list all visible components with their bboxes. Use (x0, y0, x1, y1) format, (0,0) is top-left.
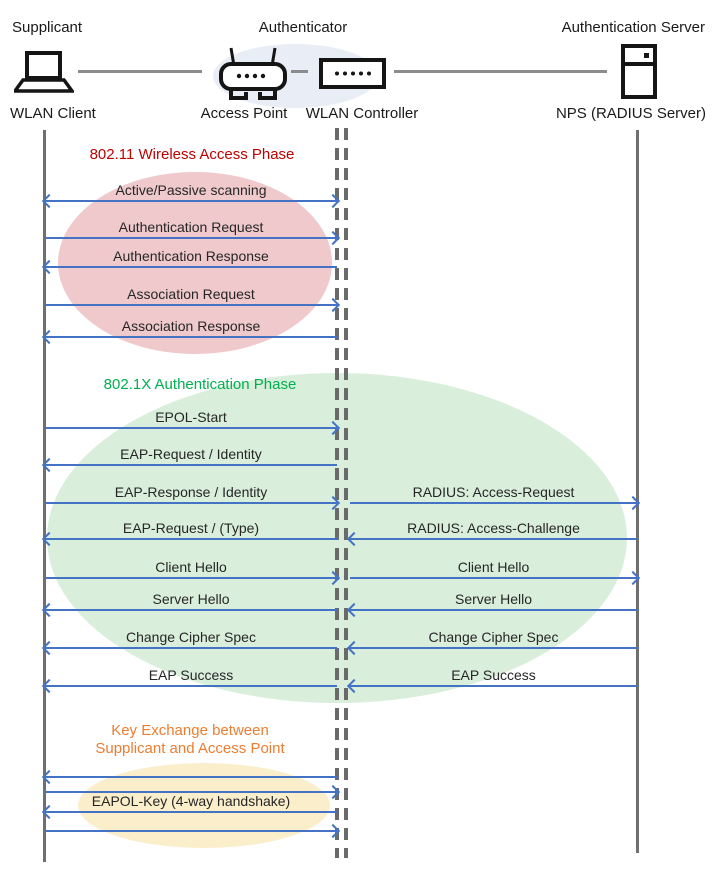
phase-title-authentication: 802.1X Authentication Phase (103, 376, 297, 393)
label-radius-access-request: RADIUS: Access-Request (412, 484, 575, 500)
arrow-authentication-response (45, 266, 337, 268)
phase-title-key-exchange-line1: Key Exchange between (111, 722, 269, 739)
arrow-eapol-key-1 (45, 776, 337, 778)
label-eap-success-left: EAP Success (148, 667, 234, 683)
wireless-access-phase-ellipse (58, 172, 332, 354)
label-client-hello-right: Client Hello (457, 559, 530, 575)
label-association-response: Association Response (121, 318, 261, 334)
authenticator-lifeline-right (344, 128, 348, 858)
arrow-change-cipher-spec-left (45, 647, 337, 649)
arrow-eapol-key-2 (45, 791, 337, 793)
label-eap-success-right: EAP Success (451, 667, 536, 683)
connector-ap-controller (291, 70, 308, 73)
device-label-nps: NPS (RADIUS Server) (555, 105, 706, 122)
arrow-authentication-request (45, 237, 337, 239)
arrow-eapol-key-3 (45, 811, 337, 813)
arrow-association-request (45, 304, 337, 306)
role-supplicant: Supplicant (12, 19, 83, 36)
role-authenticator: Authenticator (258, 19, 348, 36)
server-lifeline (636, 130, 639, 853)
label-server-hello-right: Server Hello (454, 591, 533, 607)
label-eap-request-identity: EAP-Request / Identity (120, 446, 262, 462)
label-association-request: Association Request (127, 286, 255, 302)
arrow-eapol-key-4 (45, 830, 337, 832)
role-authentication-server: Authentication Server (561, 19, 705, 36)
label-radius-access-challenge: RADIUS: Access-Challenge (407, 520, 580, 536)
arrow-eap-success-right (350, 685, 637, 687)
device-label-wlan-client: WLAN Client (10, 105, 96, 122)
label-eapol-key: EAPOL-Key (4-way handshake) (91, 793, 291, 809)
connector-client-ap (78, 70, 202, 73)
label-epol-start: EPOL-Start (155, 409, 227, 425)
authenticator-lifeline-left (335, 128, 339, 858)
label-authentication-response: Authentication Response (113, 248, 269, 264)
supplicant-lifeline (43, 130, 46, 862)
laptop-icon (14, 51, 74, 93)
arrow-radius-access-challenge (350, 538, 637, 540)
label-active-passive-scanning: Active/Passive scanning (115, 182, 267, 198)
phase-title-key-exchange-line2: Supplicant and Access Point (95, 740, 285, 757)
arrow-radius-access-request (350, 502, 637, 504)
device-label-wlan-controller: WLAN Controller (305, 105, 419, 122)
arrow-eap-request-identity (45, 464, 337, 466)
arrow-client-hello-left (45, 577, 337, 579)
label-change-cipher-spec-right: Change Cipher Spec (428, 629, 559, 645)
arrow-eap-response-identity (45, 502, 337, 504)
arrow-eap-success-left (45, 685, 337, 687)
arrow-association-response (45, 336, 337, 338)
arrow-epol-start (45, 427, 337, 429)
label-eap-response-identity: EAP-Response / Identity (114, 484, 268, 500)
arrow-client-hello-right (350, 577, 637, 579)
arrow-server-hello-right (350, 609, 637, 611)
arrow-eap-request-type (45, 538, 337, 540)
connector-controller-server (394, 70, 607, 73)
label-authentication-request: Authentication Request (118, 219, 264, 235)
access-point-icon (219, 47, 287, 100)
arrow-active-passive-scanning (45, 200, 337, 202)
device-label-access-point: Access Point (200, 105, 288, 122)
label-change-cipher-spec-left: Change Cipher Spec (126, 629, 256, 645)
label-client-hello-left: Client Hello (155, 559, 227, 575)
wlan-controller-icon (319, 58, 386, 89)
label-eap-request-type: EAP-Request / (Type) (122, 520, 260, 536)
arrow-change-cipher-spec-right (350, 647, 637, 649)
label-server-hello-left: Server Hello (152, 591, 230, 607)
phase-title-wireless-access: 802.11 Wireless Access Phase (89, 146, 295, 163)
arrow-server-hello-left (45, 609, 337, 611)
server-icon (621, 44, 657, 99)
